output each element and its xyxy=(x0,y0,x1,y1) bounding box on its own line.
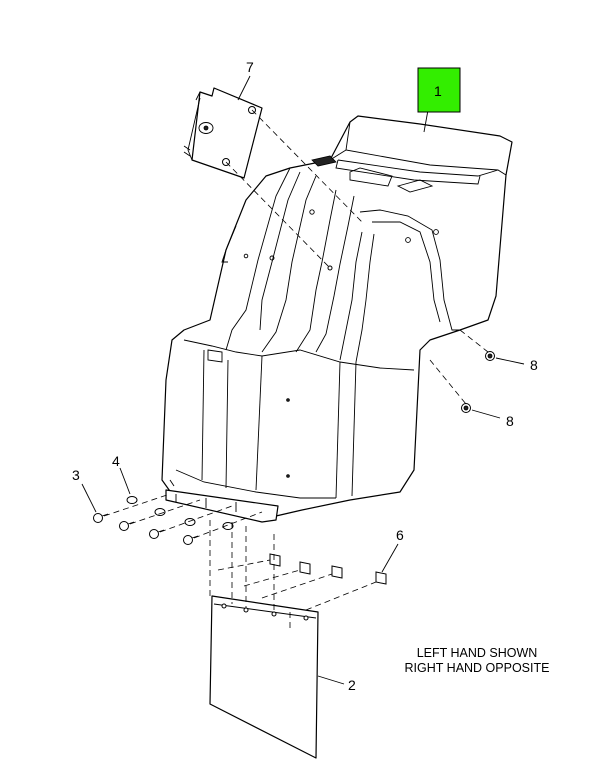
clip-nuts xyxy=(269,553,387,585)
note-line-2: RIGHT HAND OPPOSITE xyxy=(404,661,550,675)
mudflap-part xyxy=(209,595,319,759)
callout-6[interactable]: 6 xyxy=(396,527,404,543)
bracket-part xyxy=(183,87,263,179)
orientation-note: LEFT HAND SHOWN RIGHT HAND OPPOSITE xyxy=(392,646,562,676)
fender-part xyxy=(161,115,513,523)
callout-7[interactable]: 7 xyxy=(246,59,254,75)
callout-4[interactable]: 4 xyxy=(112,453,120,469)
callout-1[interactable]: 1 xyxy=(434,83,442,99)
callout-3[interactable]: 3 xyxy=(72,467,80,483)
callout-8-lower[interactable]: 8 xyxy=(506,413,514,429)
leader-lines xyxy=(81,75,525,685)
bolts xyxy=(93,513,199,545)
highlight-box-item-1[interactable] xyxy=(417,67,461,113)
fasteners-8 xyxy=(461,351,495,413)
callout-8-upper[interactable]: 8 xyxy=(530,357,538,373)
assembly-lines xyxy=(103,109,489,632)
callout-2[interactable]: 2 xyxy=(348,677,356,693)
note-line-1: LEFT HAND SHOWN xyxy=(416,646,538,660)
